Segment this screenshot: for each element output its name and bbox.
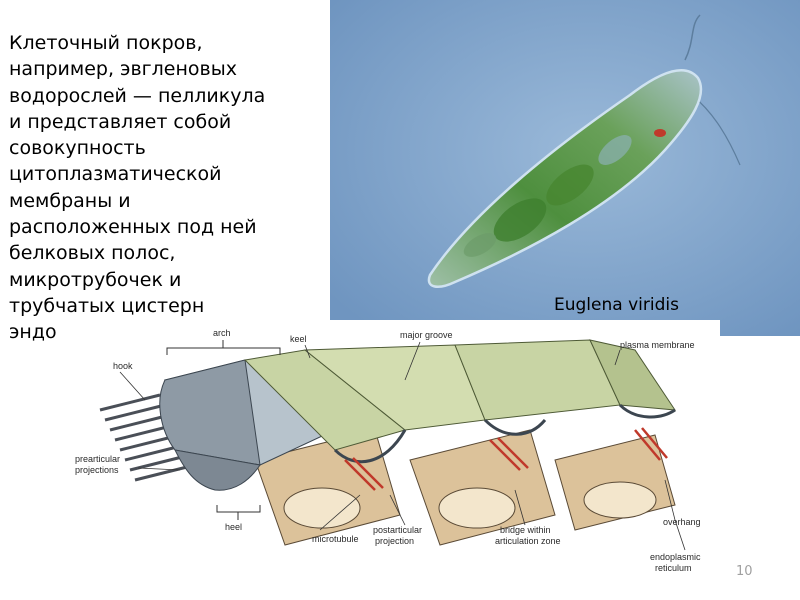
pellicle-structure-illustration: arch heel hook prearti xyxy=(75,328,701,573)
arch-strip xyxy=(159,359,336,491)
postarticular-projections xyxy=(344,427,668,491)
label-postarticular-line2: projection xyxy=(375,536,414,546)
euglena-cell-illustration: © Michael Plewka 2007 xyxy=(330,0,800,336)
label-bridge-line1: bridge within xyxy=(500,525,551,535)
label-plasma-membrane: plasma membrane xyxy=(620,340,695,350)
body-text: Клеточный покров, например, эвгленовых в… xyxy=(9,32,266,344)
label-keel: keel xyxy=(290,334,307,344)
photo-caption: Euglena viridis xyxy=(554,295,679,315)
label-er-line2: reticulum xyxy=(655,563,692,573)
pellicle-strips xyxy=(243,339,676,464)
page-number: 10 xyxy=(736,564,753,579)
label-er-line1: endoplasmic xyxy=(650,552,701,562)
label-prearticular-line1: prearticular xyxy=(75,454,120,464)
label-postarticular-line1: postarticular xyxy=(373,525,422,535)
label-microtubule: microtubule xyxy=(312,534,359,544)
leader-lines xyxy=(119,341,686,551)
arch-bracket xyxy=(166,340,281,355)
label-heel: heel xyxy=(225,522,242,532)
label-prearticular-line2: projections xyxy=(75,465,119,475)
label-overhang: overhang xyxy=(663,517,701,527)
label-arch: arch xyxy=(213,328,231,338)
er-tubes xyxy=(254,429,676,546)
pellicle-diagram: arch heel hook prearti xyxy=(75,320,720,580)
euglena-photo: © Michael Plewka 2007 xyxy=(330,0,800,336)
heel-bracket xyxy=(216,505,261,520)
label-hook: hook xyxy=(113,361,133,371)
label-major-groove: major groove xyxy=(400,330,453,340)
label-bridge-line2: articulation zone xyxy=(495,536,561,546)
